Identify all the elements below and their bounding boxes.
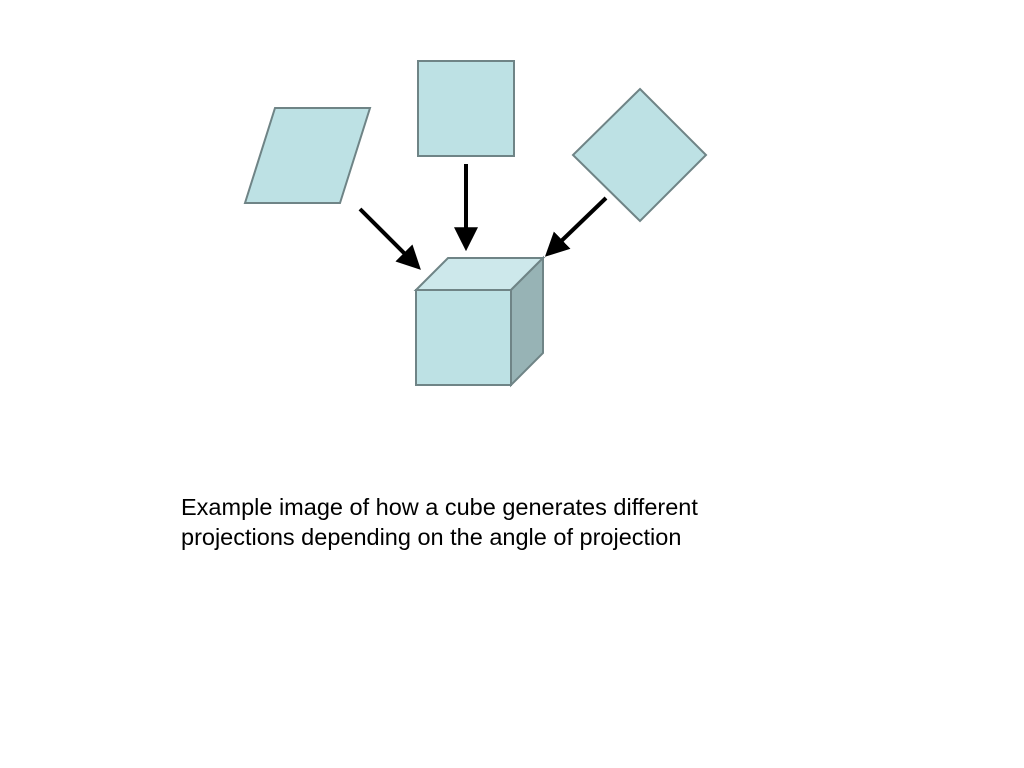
caption-line-2: projections depending on the angle of pr… [181, 524, 682, 550]
arrow-from-diamond [544, 196, 608, 257]
caption-line-1: Example image of how a cube generates di… [181, 494, 698, 520]
arrow-from-parallelogram [358, 207, 421, 270]
cube [413, 255, 546, 388]
diamond-projection [571, 87, 708, 223]
parallelogram-projection [243, 107, 372, 204]
caption: Example image of how a cube generates di… [181, 492, 821, 552]
square-projection [417, 60, 515, 157]
cube-front-face [415, 289, 512, 386]
